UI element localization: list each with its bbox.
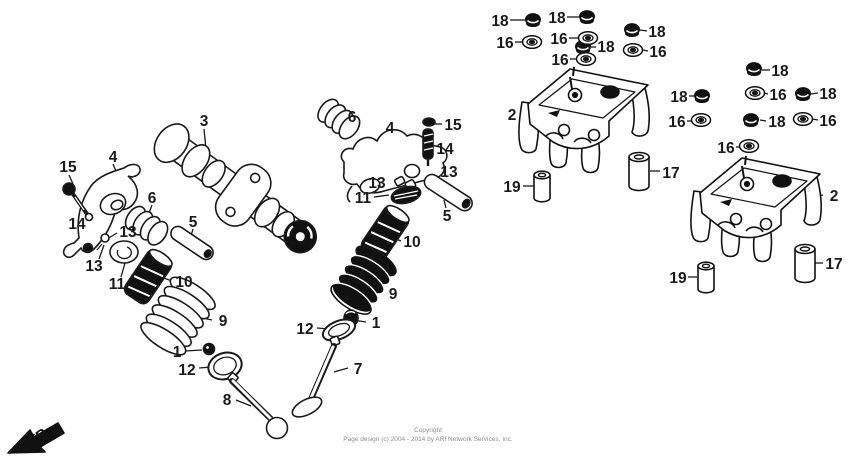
dowel-19b-drawing <box>697 261 715 294</box>
spring-small-center-drawing <box>317 98 361 140</box>
washer-16-drawing <box>622 42 644 58</box>
tappet-left-drawing <box>123 248 173 305</box>
callout-13-left-a: 13 <box>119 224 137 241</box>
callout-16-g: 16 <box>819 113 837 130</box>
capnut-18-drawing <box>742 113 760 128</box>
spring-big-left-drawing <box>140 276 216 356</box>
callout-10-left: 10 <box>175 274 192 291</box>
callout-13-left-b: 13 <box>85 258 103 275</box>
callout-15-center: 15 <box>444 117 462 134</box>
callout-4-center: 4 <box>386 120 395 137</box>
callout-18-a: 18 <box>491 13 509 30</box>
callout-16-b: 16 <box>550 31 568 48</box>
valve-guide-center-drawing <box>423 173 473 212</box>
capnut-18-drawing <box>623 23 641 38</box>
spring-seat-center-drawing <box>321 318 357 342</box>
callout-18-b: 18 <box>548 10 566 27</box>
diagram-art <box>7 10 823 454</box>
callout-14-left: 14 <box>68 216 86 233</box>
capnut-18-drawing <box>578 10 596 25</box>
callout-6-left: 6 <box>148 190 157 207</box>
callout-16-h: 16 <box>717 140 735 157</box>
adjusting-screw-center-drawing <box>422 117 436 166</box>
callout-16-a: 16 <box>496 35 514 52</box>
front-direction-arrow <box>7 422 65 454</box>
callout-2-box1: 2 <box>508 107 517 124</box>
callout-14-center: 14 <box>436 141 454 158</box>
valve-guide-left-drawing <box>170 225 214 261</box>
washer-16-drawing <box>792 111 814 127</box>
callout-5-left: 5 <box>189 214 198 231</box>
washer-16-drawing <box>738 138 760 154</box>
callout-18-h: 18 <box>768 114 786 131</box>
callout-13-center-a: 13 <box>440 164 458 181</box>
callout-18-g: 18 <box>819 86 837 103</box>
washer-16-drawing <box>744 85 766 101</box>
washer-16-drawing <box>575 51 597 67</box>
callout-16-c: 16 <box>551 52 569 69</box>
callout-18-e: 18 <box>771 63 789 80</box>
callout-16-f: 16 <box>668 114 686 131</box>
callout-18-c: 18 <box>597 39 615 56</box>
capnut-18-drawing <box>693 89 711 104</box>
capnut-18-drawing <box>745 62 763 77</box>
callout-5-center: 5 <box>443 208 452 225</box>
rocker-arm-center-drawing <box>340 128 448 203</box>
callout-16-d: 16 <box>649 44 667 61</box>
callout-17-box1: 17 <box>662 165 679 182</box>
retainer-center-drawing <box>390 185 422 205</box>
callout-10-center: 10 <box>403 234 420 251</box>
callout-4-left: 4 <box>109 149 118 166</box>
callout-12-center: 12 <box>296 321 313 338</box>
locknut-left-drawing <box>94 233 110 251</box>
spring-small-left-drawing <box>124 205 169 246</box>
cotter-left-drawing <box>202 342 216 356</box>
callout-18-d: 18 <box>648 24 666 41</box>
valve-8-drawing <box>227 372 289 440</box>
washer-16-drawing <box>577 30 599 46</box>
callout-18-f: 18 <box>670 89 688 106</box>
retainer-left-drawing <box>109 240 139 264</box>
callout-9-left: 9 <box>219 313 228 330</box>
callout-12-left: 12 <box>178 362 195 379</box>
callout-6-center: 6 <box>348 109 357 126</box>
washer-16-drawing <box>690 112 712 128</box>
footer-line2: Page design (c) 2004 - 2014 by ARI Netwo… <box>343 436 513 443</box>
callout-1-left: 1 <box>173 344 182 361</box>
footer-line1: Copyright <box>414 427 442 434</box>
spring-big-center-drawing <box>330 245 397 315</box>
callout-7: 7 <box>354 361 363 378</box>
callout-19-box2: 19 <box>669 270 687 287</box>
camshaft-drawing <box>153 123 318 254</box>
dowel-17b-drawing <box>794 243 816 284</box>
valve-7-drawing <box>291 335 341 418</box>
callout-11-center: 11 <box>355 190 372 207</box>
dowel-19a-drawing <box>533 170 551 203</box>
callout-13-center-b: 13 <box>368 175 386 192</box>
callout-3: 3 <box>200 113 209 130</box>
callout-1-center: 1 <box>372 315 381 332</box>
adjusting-screw-left-drawing <box>62 182 94 222</box>
callout-2-box2: 2 <box>830 188 839 205</box>
capnut-18-drawing <box>794 87 812 102</box>
callout-9-center: 9 <box>389 286 398 303</box>
callout-15-left: 15 <box>59 159 77 176</box>
capnut-18-drawing <box>524 13 542 28</box>
footer-copyright: Copyright Page design (c) 2004 - 2014 by… <box>343 427 513 443</box>
callout-17-box2: 17 <box>825 256 842 273</box>
callout-labels: 15 4 14 6 13 13 11 5 10 9 1 12 8 6 4 15 … <box>59 10 842 409</box>
dowel-17a-drawing <box>628 151 650 192</box>
callout-19-box1: 19 <box>503 179 521 196</box>
callout-8: 8 <box>223 392 232 409</box>
washer-16-drawing <box>521 34 543 50</box>
rocker-arm-left-drawing <box>62 163 141 258</box>
callout-16-e: 16 <box>769 87 787 104</box>
tappet-center-drawing <box>360 204 410 261</box>
callout-11-left: 11 <box>109 276 126 293</box>
